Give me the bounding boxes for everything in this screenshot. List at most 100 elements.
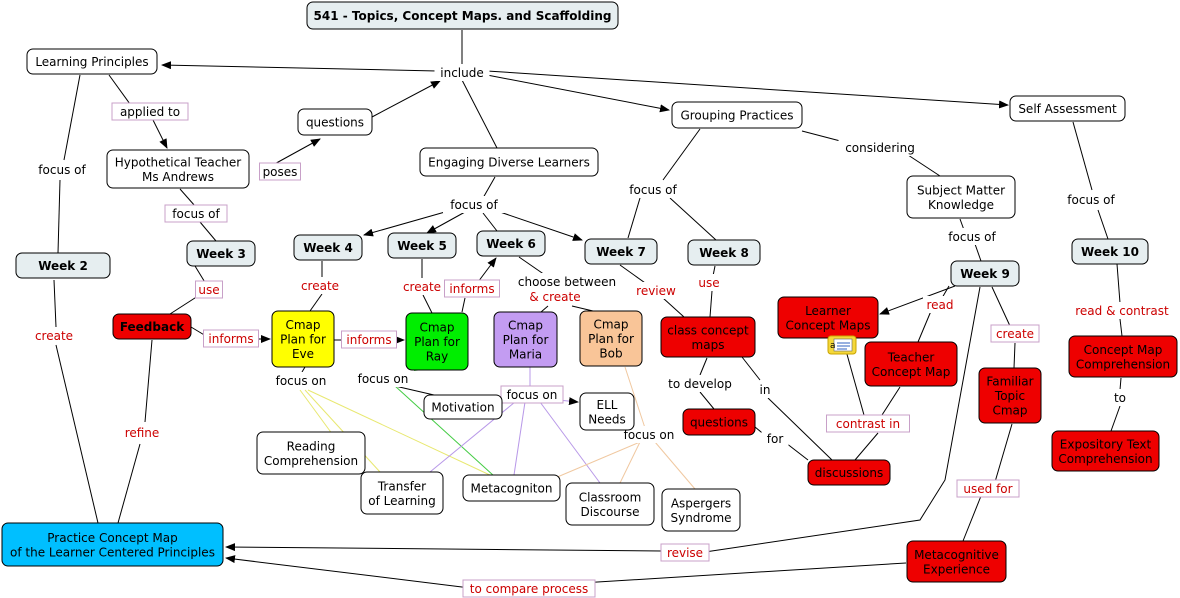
node-lp[interactable]: Learning Principles: [26, 48, 158, 75]
node-w8[interactable]: Week 8: [687, 239, 761, 266]
node-box: [579, 392, 635, 431]
node-text: Feedback: [120, 320, 185, 334]
node-w9[interactable]: Week 9: [950, 260, 1020, 287]
node-box: [112, 313, 192, 340]
link-label-applied: applied to: [111, 102, 189, 121]
node-box: [306, 1, 619, 30]
node-feedback[interactable]: Feedback: [112, 313, 192, 340]
node-w6[interactable]: Week 6: [476, 230, 546, 257]
link-label-to: to: [1110, 389, 1130, 406]
connection-line: [169, 295, 199, 315]
link-label-text: focus of: [450, 198, 498, 212]
node-w3[interactable]: Week 3: [186, 240, 256, 267]
node-w7[interactable]: Week 7: [584, 238, 658, 265]
link-label-bg: [1110, 389, 1130, 406]
node-gp[interactable]: Grouping Practices: [671, 101, 803, 129]
note-icon[interactable]: a: [827, 335, 857, 355]
link-label-bg: [618, 426, 680, 443]
concept-nodes: 541 - Topics, Concept Maps. and Scaffold…: [1, 1, 1178, 583]
node-text: Concept Map: [1084, 343, 1163, 357]
connection-line: [1119, 318, 1123, 337]
node-questions1[interactable]: questions: [297, 108, 373, 136]
connection-line: [1013, 342, 1016, 369]
link-label-text: create: [996, 327, 1034, 341]
node-w10[interactable]: Week 10: [1071, 238, 1149, 265]
link-label-text: focus on: [507, 388, 558, 402]
connection-line: [1110, 405, 1121, 432]
link-label-poses: poses: [259, 162, 301, 181]
node-box: [687, 239, 761, 266]
node-text: Week 5: [397, 239, 447, 253]
node-questions2[interactable]: questions: [682, 408, 756, 436]
node-text: Reading: [287, 439, 336, 453]
node-box: [423, 394, 503, 420]
connection-line: [767, 397, 833, 461]
node-text: Subject Matter: [917, 183, 1005, 197]
link-label-text: create: [403, 280, 441, 294]
node-title[interactable]: 541 - Topics, Concept Maps. and Scaffold…: [306, 1, 619, 30]
link-label-informs_ray: informs: [444, 279, 500, 298]
node-text: Week 8: [699, 246, 749, 260]
node-text: Topic: [994, 389, 1025, 403]
node-edl[interactable]: Engaging Diverse Learners: [419, 147, 599, 177]
node-box: [419, 147, 599, 177]
connections: [53, 30, 1123, 589]
link-label-todevelop: to develop: [662, 375, 738, 392]
node-box: [579, 310, 643, 367]
node-text: Teacher: [887, 350, 935, 364]
connection-line: [144, 339, 153, 423]
connection-line: [179, 188, 196, 207]
connection-line: [554, 441, 641, 479]
node-text: Eve: [292, 347, 314, 361]
node-text: Metacogniton: [471, 482, 553, 496]
node-metacog[interactable]: Metacogniton: [462, 474, 561, 502]
connection-line: [662, 297, 685, 318]
link-label-informs1: informs: [203, 329, 259, 348]
link-label-bg: [838, 139, 922, 156]
connection-line: [371, 80, 441, 118]
node-sa[interactable]: Self Assessment: [1009, 95, 1126, 122]
connection-line: [499, 211, 583, 241]
node-text: Needs: [588, 412, 626, 426]
link-label-bg: [755, 381, 775, 398]
node-box: [26, 48, 158, 75]
node-discussions[interactable]: discussions: [807, 459, 891, 486]
link-label-bg: [500, 385, 564, 404]
node-text: Plan for: [414, 335, 460, 349]
node-box: [360, 471, 444, 515]
connection-line: [301, 366, 306, 373]
link-label-create_w5: create: [398, 278, 446, 295]
node-text: Comprehension: [1058, 452, 1152, 466]
node-text: Plan for: [588, 332, 634, 346]
node-w4[interactable]: Week 4: [293, 234, 363, 261]
link-label-bg: [632, 282, 680, 299]
node-motivation[interactable]: Motivation: [423, 394, 503, 420]
connection-line: [422, 294, 433, 314]
node-text: Metacognitive: [914, 548, 999, 562]
node-w5[interactable]: Week 5: [387, 232, 457, 259]
node-w2[interactable]: Week 2: [15, 252, 111, 279]
link-label-focusof_sa: focus of: [1060, 191, 1122, 208]
node-box: [1009, 95, 1126, 122]
link-label-text: informs: [449, 282, 494, 296]
